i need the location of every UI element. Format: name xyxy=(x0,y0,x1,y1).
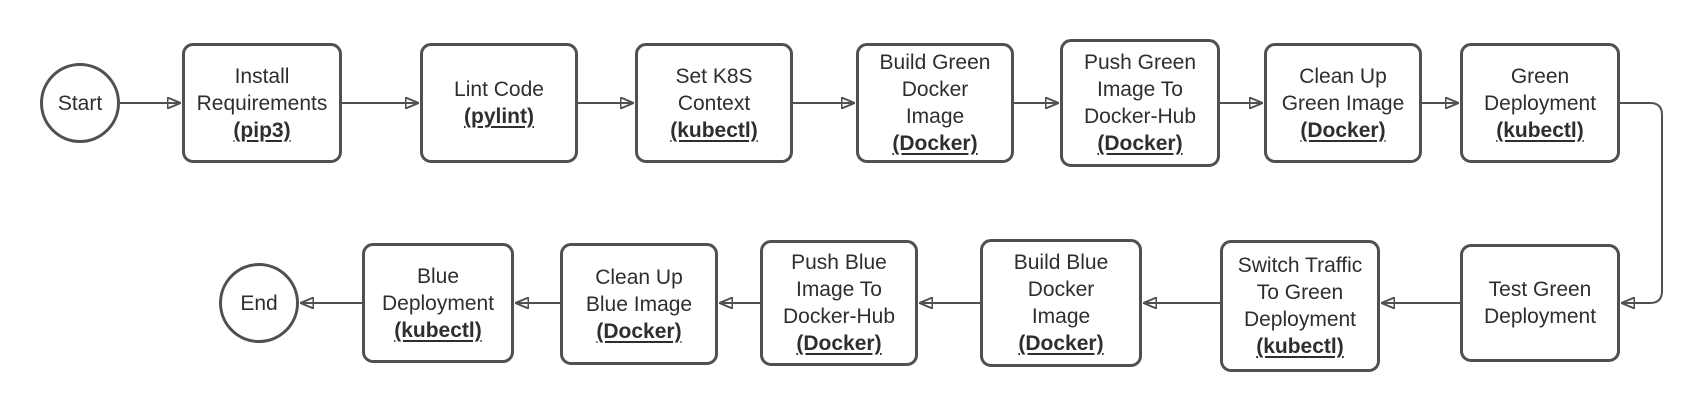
node-label: Clean Up Blue Image xyxy=(585,265,693,316)
node-tool-label: (pip3) xyxy=(233,118,291,142)
node-label: Set K8S Context xyxy=(675,64,753,115)
flow-node-clean-up-green-image: Clean Up Green Image (Docker) xyxy=(1264,43,1422,163)
node-label: Lint Code xyxy=(454,78,544,101)
node-tool-label: (kubectl) xyxy=(1496,118,1584,142)
flow-node-start: Start xyxy=(40,63,120,143)
node-label: Start xyxy=(57,91,103,115)
flow-node-green-deployment: Green Deployment (kubectl) xyxy=(1460,43,1620,163)
node-label: Green Deployment xyxy=(1483,64,1597,115)
flow-node-set-k8s-context: Set K8S Context (kubectl) xyxy=(635,43,793,163)
node-label: Build Green Docker Image xyxy=(879,51,991,128)
flow-node-build-green-docker-image: Build Green Docker Image (Docker) xyxy=(856,43,1014,163)
node-tool-label: (pylint) xyxy=(464,105,534,128)
node-label: Blue Deployment xyxy=(381,264,495,315)
node-tool-label: (Docker) xyxy=(596,319,682,343)
node-tool-label: (kubectl) xyxy=(1256,335,1344,358)
node-tool-label: (kubectl) xyxy=(670,118,758,142)
node-label: Test Green Deployment xyxy=(1483,278,1597,328)
node-label: Push Green Image To Docker-Hub xyxy=(1083,51,1197,128)
flow-node-blue-deployment: Blue Deployment (kubectl) xyxy=(362,243,514,363)
flow-node-lint-code: Lint Code (pylint) xyxy=(420,43,578,163)
node-label: End xyxy=(240,291,278,315)
node-tool-label: (kubectl) xyxy=(394,318,482,342)
node-tool-label: (Docker) xyxy=(1300,118,1386,142)
node-label: Switch Traffic To Green Deployment xyxy=(1237,254,1363,331)
node-label: Clean Up Green Image xyxy=(1281,64,1405,115)
node-label: Install Requirements xyxy=(196,64,328,115)
flow-node-build-blue-docker-image: Build Blue Docker Image (Docker) xyxy=(980,239,1142,367)
flow-node-switch-traffic: Switch Traffic To Green Deployment (kube… xyxy=(1220,240,1380,372)
node-label: Push Blue Image To Docker-Hub xyxy=(782,251,896,328)
flow-node-push-green-image: Push Green Image To Docker-Hub (Docker) xyxy=(1060,39,1220,167)
edge-green-deploy-to-test-green xyxy=(1620,102,1663,303)
flow-node-install-requirements: Install Requirements (pip3) xyxy=(182,43,342,163)
node-tool-label: (Docker) xyxy=(892,132,978,155)
node-tool-label: (Docker) xyxy=(1018,332,1104,355)
flow-node-push-blue-image: Push Blue Image To Docker-Hub (Docker) xyxy=(760,240,918,366)
flow-node-end: End xyxy=(219,263,299,343)
node-tool-label: (Docker) xyxy=(1097,132,1183,155)
flow-node-clean-up-blue-image: Clean Up Blue Image (Docker) xyxy=(560,243,718,365)
flow-node-test-green-deployment: Test Green Deployment xyxy=(1460,244,1620,362)
node-label: Build Blue Docker Image xyxy=(1013,251,1109,328)
node-tool-label: (Docker) xyxy=(796,332,882,355)
